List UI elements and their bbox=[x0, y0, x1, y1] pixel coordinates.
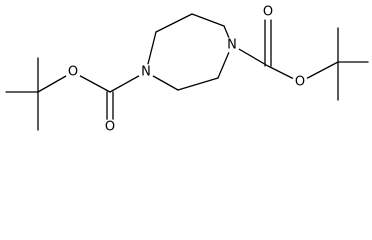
atom-label-o-right-ester: O bbox=[295, 75, 305, 90]
atom-label-n-right: N bbox=[227, 38, 237, 53]
atom-n-left: N bbox=[138, 64, 154, 80]
ring-bond-c2-c3 bbox=[191, 13, 225, 27]
ring-bond-c1-c2 bbox=[155, 13, 193, 33]
diazepane-ring bbox=[145, 13, 233, 91]
atom-label-n-left: N bbox=[141, 65, 151, 80]
atom-label-o-left-ester: O bbox=[68, 65, 78, 80]
atom-label-o-left-carbonyl: O bbox=[105, 120, 115, 135]
atom-o-right-ester: O bbox=[292, 74, 308, 90]
ring-bond-c4-c5 bbox=[177, 77, 219, 91]
right-boc-group bbox=[231, 19, 369, 101]
atom-o-left-ester: O bbox=[65, 64, 81, 80]
atom-o-left-carbonyl: O bbox=[102, 119, 118, 135]
atom-n-right: N bbox=[224, 37, 240, 53]
atom-label-o-right-carbonyl: O bbox=[263, 5, 273, 20]
atom-o-right-carbonyl: O bbox=[260, 4, 276, 20]
skeletal-formula: N N O O O O bbox=[5, 4, 369, 135]
